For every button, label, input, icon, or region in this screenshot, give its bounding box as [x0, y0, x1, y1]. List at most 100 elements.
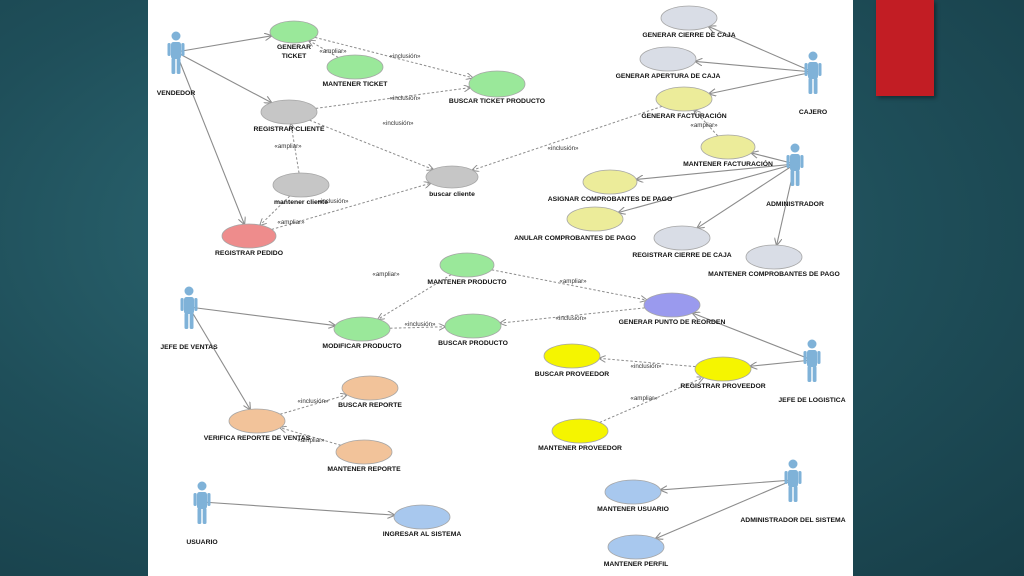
- actor-administrador[interactable]: ADMINISTRADOR: [766, 143, 824, 209]
- actor-cajero[interactable]: CAJERO: [799, 51, 827, 117]
- slide-accent-bar: [876, 0, 934, 96]
- dependency-label: «ampliar»: [690, 122, 718, 129]
- actor-label: ADMINISTRADOR: [766, 201, 824, 208]
- use-case-label: mantener cliente: [274, 199, 328, 206]
- use-case-ingresar-sistema[interactable]: INGRESAR AL SISTEMA: [383, 504, 462, 538]
- dependency-mantener_cliente-registrar_cliente: [291, 124, 300, 174]
- use-case-registrar-cierre-caja[interactable]: REGISTRAR CIERRE DE CAJA: [632, 225, 732, 259]
- dependency-mantener_facturacion-generar_facturacion: [694, 110, 719, 137]
- dependency-mantener_producto-modificar_producto: [378, 274, 452, 319]
- use-case-mantener-reporte[interactable]: MANTENER REPORTE: [327, 439, 401, 473]
- association-administrador-registrar_cierre_caja: [697, 163, 796, 228]
- association-vendedor-registrar_cliente: [175, 51, 271, 103]
- use-case-mantener-producto[interactable]: MANTENER PRODUCTO: [427, 252, 507, 286]
- dependency-label: «inclusión»: [405, 321, 437, 328]
- dependency-modificar_producto-buscar_producto: [389, 327, 445, 328]
- use-case-mantener-perfil[interactable]: MANTENER PERFIL: [604, 534, 669, 568]
- actor-jefe-logistica[interactable]: JEFE DE LOGISTICA: [778, 339, 846, 405]
- actor-vendedor[interactable]: VENDEDOR: [157, 31, 196, 98]
- actor-figure-icon: [180, 286, 198, 329]
- use-case-label: ANULAR COMPROBANTES DE PAGO: [514, 235, 636, 242]
- dependency-label: «inclusión»: [556, 315, 588, 322]
- use-case-label: GENERAR CIERRE DE CAJA: [642, 32, 735, 39]
- use-case-mantener-comprobantes[interactable]: MANTENER COMPROBANTES DE PAGO: [708, 244, 840, 278]
- use-case-buscar-proveedor[interactable]: BUSCAR PROVEEDOR: [535, 343, 609, 378]
- use-case-buscar-cliente[interactable]: buscar cliente: [425, 165, 479, 198]
- use-case-label: MANTENER FACTURACIÓN: [683, 159, 773, 168]
- use-case-ellipse: [228, 408, 286, 434]
- use-case-buscar-ticket-producto[interactable]: BUSCAR TICKET PRODUCTO: [449, 70, 545, 105]
- use-case-ellipse: [639, 46, 697, 72]
- dependency-mantener_cliente-registrar_pedido: [260, 195, 291, 225]
- actor-figure-icon: [167, 31, 185, 74]
- use-case-ellipse: [326, 54, 384, 80]
- dependency-generar_facturacion-buscar_cliente: [472, 105, 663, 170]
- use-case-ellipse: [694, 356, 752, 382]
- use-case-mantener-ticket[interactable]: MANTENER TICKET: [323, 54, 389, 88]
- dependency-label: «inclusión»: [383, 120, 415, 127]
- dependency-mantener_ticket-generar_ticket: [309, 41, 339, 58]
- dependency-label: «inclusión»: [631, 363, 663, 370]
- use-case-mantener-proveedor[interactable]: MANTENER PROVEEDOR: [538, 418, 622, 452]
- use-case-ellipse: [607, 534, 665, 560]
- association-cajero-generar_apertura_caja: [695, 61, 814, 73]
- association-usuario-ingresar_sistema: [201, 501, 394, 515]
- use-case-label: GENERAR FACTURACIÓN: [641, 111, 726, 120]
- use-case-ellipse: [566, 206, 624, 232]
- dependency-label: «ampliar»: [277, 219, 305, 226]
- use-case-mantener-cliente[interactable]: mantener cliente: [272, 172, 330, 206]
- use-case-registrar-pedido[interactable]: REGISTRAR PEDIDO: [215, 223, 283, 257]
- association-admin_sistema-mantener_perfil: [656, 479, 794, 539]
- use-case-label: MANTENER PROVEEDOR: [538, 445, 622, 452]
- actor-admin-sistema[interactable]: ADMINISTRADOR DEL SISTEMA: [740, 459, 846, 525]
- use-case-label: ASIGNAR COMPROBANTES DE PAGO: [548, 196, 673, 203]
- actor-jefe-ventas[interactable]: JEFE DE VENTAS: [160, 286, 218, 352]
- association-admin_sistema-mantener_usuario: [661, 479, 794, 490]
- use-case-label: BUSCAR TICKET PRODUCTO: [449, 98, 545, 105]
- use-case-generar-punto-reorden[interactable]: GENERAR PUNTO DE REORDEN: [619, 292, 726, 326]
- use-case-mantener-facturacion[interactable]: MANTENER FACTURACIÓN: [683, 134, 773, 168]
- actor-usuario[interactable]: USUARIO: [186, 481, 218, 547]
- use-case-label: TICKET: [282, 53, 307, 60]
- use-case-ellipse: [439, 252, 495, 278]
- use-case-verifica-reporte-ventas[interactable]: VERIFICA REPORTE DE VENTAS: [204, 408, 311, 442]
- use-case-ellipse: [582, 169, 638, 195]
- dependency-label: «inclusión»: [318, 198, 350, 205]
- use-case-generar-apertura-caja[interactable]: GENERAR APERTURA DE CAJA: [616, 46, 721, 80]
- use-case-modificar-producto[interactable]: MODIFICAR PRODUCTO: [322, 316, 402, 350]
- association-cajero-generar_facturacion: [709, 71, 814, 94]
- use-case-generar-cierre-caja[interactable]: GENERAR CIERRE DE CAJA: [642, 5, 736, 39]
- use-case-ellipse: [425, 165, 479, 189]
- dependency-label: «inclusión»: [298, 398, 330, 405]
- use-case-label: MANTENER USUARIO: [597, 506, 669, 513]
- use-case-ellipse: [341, 375, 399, 401]
- use-case-asignar-comprobantes[interactable]: ASIGNAR COMPROBANTES DE PAGO: [548, 169, 673, 203]
- use-case-generar-facturacion[interactable]: GENERAR FACTURACIÓN: [641, 86, 727, 120]
- use-case-ellipse: [393, 504, 451, 530]
- use-case-label: MANTENER PRODUCTO: [427, 279, 506, 286]
- use-case-ellipse: [269, 20, 319, 44]
- use-case-ellipse: [745, 244, 803, 270]
- use-case-registrar-proveedor[interactable]: REGISTRAR PROVEEDOR: [680, 356, 766, 390]
- use-case-label: INGRESAR AL SISTEMA: [383, 531, 462, 538]
- use-case-buscar-reporte[interactable]: BUSCAR REPORTE: [338, 375, 402, 409]
- use-case-ellipse: [655, 86, 713, 112]
- use-case-buscar-producto[interactable]: BUSCAR PRODUCTO: [438, 313, 508, 347]
- association-jefe_ventas-verifica_reporte_ventas: [188, 306, 250, 409]
- use-case-label: REGISTRAR PROVEEDOR: [680, 383, 765, 390]
- diagram-canvas: «ampliar» «inclusión» «inclusión» «inclusió…: [157, 5, 846, 568]
- association-administrador-asignar_comprobantes: [636, 163, 796, 179]
- use-case-registrar-cliente[interactable]: REGISTRAR CLIENTE: [254, 99, 325, 133]
- use-case-diagram: «ampliar» «inclusión» «inclusión» «inclusió…: [148, 0, 853, 576]
- use-case-ellipse: [333, 316, 391, 342]
- association-administrador-anular_comprobantes: [619, 163, 796, 213]
- use-case-mantener-usuario[interactable]: MANTENER USUARIO: [597, 479, 669, 513]
- use-case-label: REGISTRAR CIERRE DE CAJA: [632, 252, 731, 259]
- dependency-label: «inclusión»: [390, 53, 422, 60]
- use-case-label: BUSCAR PRODUCTO: [438, 340, 508, 347]
- dependency-mantener_reporte-verifica_reporte_ventas: [280, 428, 341, 446]
- use-case-anular-comprobantes[interactable]: ANULAR COMPROBANTES DE PAGO: [514, 206, 636, 242]
- dependency-label: «ampliar»: [274, 143, 302, 150]
- use-case-label: VERIFICA REPORTE DE VENTAS: [204, 435, 311, 442]
